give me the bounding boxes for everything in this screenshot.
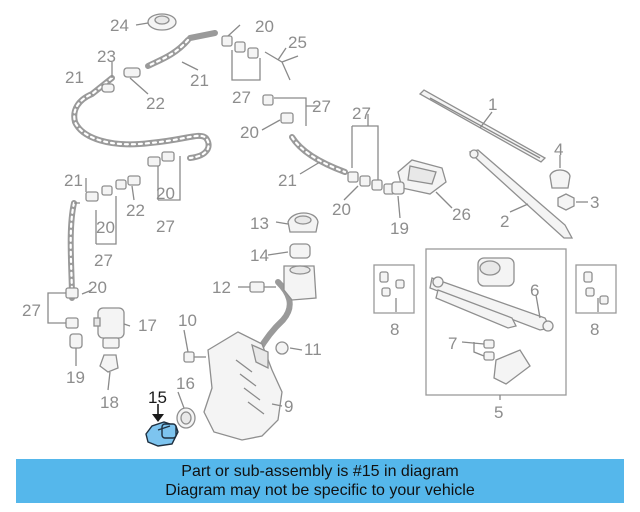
callout-10: 10	[178, 311, 197, 330]
callout-21: 21	[278, 171, 297, 190]
callout-24: 24	[110, 16, 129, 35]
callout-21: 21	[65, 68, 84, 87]
callout-22: 22	[126, 201, 145, 220]
banner-line-2: Diagram may not be specific to your vehi…	[165, 482, 475, 499]
callout-4: 4	[554, 140, 563, 159]
washer-pump	[69, 307, 125, 373]
callout-labels: 24 23 21 22 21 20 25 27 27 20 27 1 4 3 2…	[22, 16, 599, 422]
callout-5: 5	[494, 403, 503, 422]
callout-21: 21	[64, 171, 83, 190]
callout-20: 20	[240, 123, 259, 142]
parts-diagram: 24 23 21 22 21 20 25 27 27 20 27 1 4 3 2…	[22, 13, 617, 447]
callout-9: 9	[284, 397, 293, 416]
leader-lines	[47, 22, 599, 409]
highlighted-part-15	[145, 404, 179, 447]
callout-23: 23	[97, 47, 116, 66]
callout-27: 27	[156, 217, 175, 236]
linkage-assembly-box	[425, 248, 567, 396]
callout-8: 8	[590, 320, 599, 339]
callout-20: 20	[255, 17, 274, 36]
wiper-linkage	[429, 257, 554, 385]
callout-27: 27	[352, 104, 371, 123]
callout-27: 27	[94, 251, 113, 270]
callout-1: 1	[488, 95, 497, 114]
bracket-box-right	[575, 264, 617, 314]
callout-15: 15	[148, 388, 167, 407]
wiper-arm	[468, 149, 574, 239]
filler-neck	[283, 243, 317, 301]
wiper-blade	[418, 89, 547, 163]
callout-18: 18	[100, 393, 119, 412]
callout-14: 14	[250, 246, 269, 265]
banner-line-1: Part or sub-assembly is #15 in diagram	[181, 463, 459, 480]
callout-20: 20	[156, 184, 175, 203]
callout-26: 26	[452, 205, 471, 224]
callout-21: 21	[190, 71, 209, 90]
callout-7: 7	[448, 334, 457, 353]
bolts	[176, 281, 276, 429]
bracket-left	[379, 271, 405, 297]
callout-19: 19	[66, 368, 85, 387]
bracket-box-left	[373, 264, 415, 314]
callout-20: 20	[88, 278, 107, 297]
callout-27: 27	[22, 301, 41, 320]
callout-2: 2	[500, 212, 509, 231]
callout-12: 12	[212, 278, 231, 297]
callout-20: 20	[96, 218, 115, 237]
callout-13: 13	[250, 214, 269, 233]
bracket-right	[583, 271, 609, 305]
washer-nozzle	[391, 159, 447, 195]
callout-6: 6	[530, 281, 539, 300]
callout-25: 25	[288, 33, 307, 52]
callout-22: 22	[146, 94, 165, 113]
info-banner: Part or sub-assembly is #15 in diagram D…	[16, 459, 624, 503]
callout-27: 27	[232, 88, 251, 107]
callout-20: 20	[332, 200, 351, 219]
callout-3: 3	[590, 193, 599, 212]
callout-27: 27	[312, 97, 331, 116]
washer-reservoir	[203, 331, 289, 441]
callout-11: 11	[304, 340, 322, 359]
callout-16: 16	[176, 374, 195, 393]
callout-19: 19	[390, 219, 409, 238]
callout-17: 17	[138, 316, 157, 335]
wiper-cap-and-nut	[549, 169, 575, 211]
callout-8: 8	[390, 320, 399, 339]
filler-cap	[287, 212, 319, 233]
